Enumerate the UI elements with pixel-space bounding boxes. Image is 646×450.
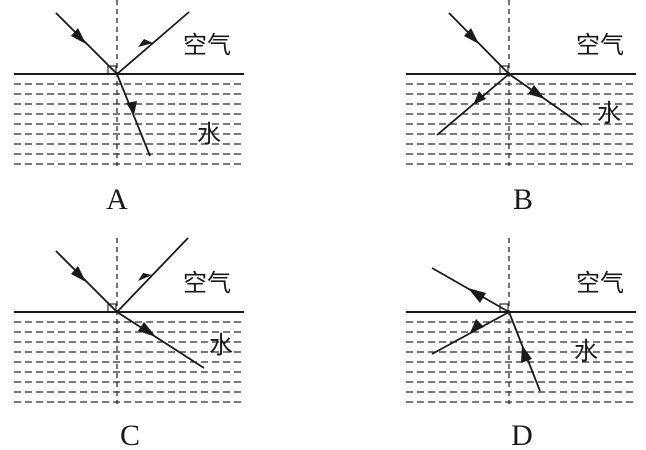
water-region (406, 83, 636, 165)
right-angle-marker (499, 303, 509, 313)
water-label: 水 (597, 99, 621, 127)
air-label: 空气 (183, 31, 231, 59)
incident-ray (55, 12, 118, 75)
water-label: 水 (574, 337, 598, 365)
ray-in-water-left (436, 73, 510, 136)
panel-c: 空气 水 C (14, 237, 244, 450)
ray-in-water-right (508, 73, 583, 126)
right-angle-marker (499, 65, 509, 75)
arrowhead-icon (71, 28, 86, 44)
arrowhead-icon (521, 345, 532, 363)
panel-d: 空气 水 D (406, 238, 636, 450)
option-letter: D (511, 419, 533, 450)
right-angle-marker (107, 303, 117, 313)
ray-in-water-left (431, 311, 510, 355)
arrowhead-icon (468, 288, 486, 303)
water-region (406, 321, 636, 403)
arrowhead-icon (473, 91, 486, 105)
arrowhead-icon (126, 101, 137, 115)
water-region (14, 83, 244, 165)
water-label: 水 (209, 331, 233, 359)
option-letter: B (513, 183, 533, 216)
arrowhead-icon (71, 266, 86, 282)
arrowhead-icon (138, 273, 152, 281)
arrowhead-icon (138, 39, 153, 47)
incident-ray (55, 250, 118, 313)
water-label: 水 (197, 120, 221, 148)
option-letter: C (120, 419, 140, 450)
air-label: 空气 (576, 31, 624, 59)
refracted-ray (116, 311, 205, 369)
incident-ray (448, 12, 510, 75)
panel-a: 空气 水 A (14, 0, 244, 216)
arrowhead-icon (528, 85, 545, 99)
panel-b: 空气 水 B (406, 0, 636, 216)
arrowhead-icon (138, 322, 156, 337)
refracted-ray (116, 73, 151, 157)
air-label: 空气 (576, 269, 624, 297)
water-region (14, 321, 244, 403)
arrowhead-icon (464, 28, 479, 44)
arrowhead-icon (470, 319, 484, 333)
option-letter: A (106, 183, 128, 216)
right-angle-marker (107, 65, 117, 75)
air-label: 空气 (183, 269, 231, 297)
reflected-ray (116, 237, 189, 313)
